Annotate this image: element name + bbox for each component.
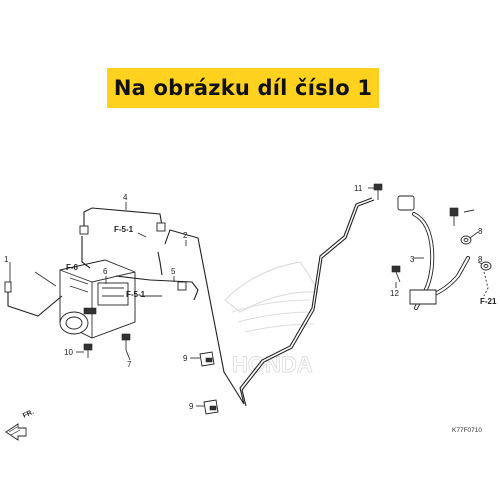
honda-wing-watermark: HONDA [224,261,319,377]
callout-leaders [34,187,483,407]
ref-f51-lower: F-5-1 [126,290,146,299]
diagram-code: K77F0710 [452,427,482,434]
part-2-brake-pipe [157,229,245,405]
callout-1: 1 [4,255,9,264]
callout-5: 5 [171,267,176,276]
part-5-brake-pipe [115,275,199,301]
part-7-brake-pipe [81,236,91,269]
part-9-clip-lower [203,399,219,415]
main-brake-pipe [239,197,375,407]
watermark-text: HONDA [232,352,313,377]
callout-4: 4 [123,193,128,202]
callout-2: 2 [183,231,188,240]
callout-6: 6 [103,267,108,276]
callout-12: 12 [390,289,399,298]
abs-modulator-unit [59,259,136,339]
ref-f6: F-6 [66,263,79,272]
callout-9-upper: 9 [183,354,188,363]
part-9-clip-upper [199,351,215,367]
f21-leader [483,271,489,297]
ref-f21: F-21 [480,297,497,306]
part-number-banner: Na obrázku díl číslo 1 [107,68,379,108]
part-3-brake-hose [397,195,470,310]
banner-text: Na obrázku díl číslo 1 [113,76,373,100]
part-8-washer-upper [460,235,472,245]
part-8-washer-lower [480,261,492,271]
callout-3: 3 [410,255,415,264]
callout-8-upper: 8 [478,227,483,236]
front-arrow-icon [5,423,27,441]
front-marker-label: FR. [22,409,35,420]
part-4-brake-pipe [79,207,166,235]
part-11-bolt [373,183,383,200]
callout-11: 11 [354,184,363,193]
callout-9-lower: 9 [189,402,194,411]
callout-10: 10 [64,348,73,357]
callout-7: 7 [127,360,132,369]
ref-f51-upper: F-5-1 [114,225,134,234]
bolt-upper-right [449,207,459,226]
callout-8-lower: 8 [478,255,483,264]
part-10-bolt [83,343,93,358]
part-7-bolt [121,333,131,350]
part-1-brake-pipe [4,281,63,317]
part-12-bolt [391,265,401,283]
